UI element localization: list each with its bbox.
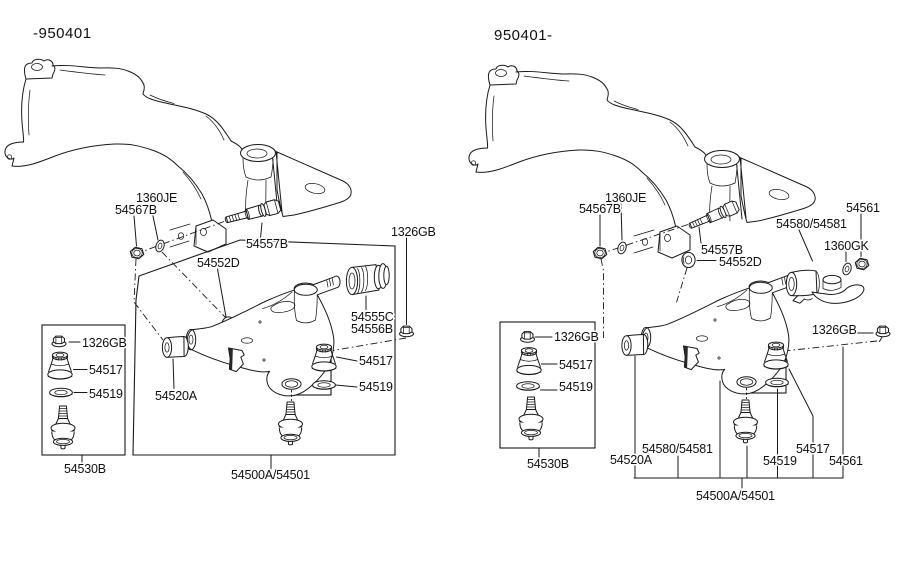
kit-dust-cover-54517 [516,347,542,376]
label-1360gk: 1360GK [824,239,870,253]
leader-lines [68,203,407,470]
labels-left: -950401 1360JE 54567B 54557B 1326GB 5455… [33,25,437,484]
washer-54519 [312,380,336,390]
nut-1326gb [399,325,414,338]
label-54530b: 54530B [64,462,106,476]
balljoint-kit-contents [516,331,544,441]
label-54556b: 54556B [351,322,393,336]
label-kit-54517: 54517 [89,363,123,377]
arm-assembly-box [132,239,396,456]
bushing-54555c [345,263,390,296]
bushing-54520a [621,334,649,356]
kit-ball-joint [518,396,544,441]
lower-control-arm [641,274,795,443]
label-kit-54517: 54517 [559,358,593,372]
kit-washer-54519 [49,387,73,398]
label-54561-top: 54561 [846,201,880,215]
title-right: 950401- [494,27,553,44]
label-54520a: 54520A [155,389,198,403]
balljoint-kit-contents [47,335,76,450]
leader-lines [534,203,883,459]
label-54517: 54517 [359,354,393,368]
label-54567b: 54567B [579,202,621,216]
label-54557b: 54557B [701,243,743,257]
label-54520a: 54520A [610,453,653,467]
label-kit-54519: 54519 [559,380,593,394]
diagram-before-950401: -950401 1360JE 54567B 54557B 1326GB 5455… [4,25,437,484]
projection-lines [593,224,878,352]
nut-1326gb [875,325,891,338]
washer-1360je [153,238,167,254]
balljoint-kit-box [499,321,596,449]
subframe-crossmember [468,64,816,259]
label-1360je: 1360JE [136,191,177,205]
mount-bolt-54557b [223,198,282,228]
label-1360je: 1360JE [605,191,646,205]
projection-lines [129,221,407,351]
label-54552d: 54552D [197,256,240,270]
washer-54519 [765,377,789,388]
label-kit-1326gb: 1326GB [82,336,127,350]
kit-washer-54519 [516,381,540,391]
kit-nut-1326gb [520,331,535,343]
label-54580-top: 54580/54581 [776,217,847,231]
kit-dust-cover-54517 [47,351,73,380]
label-1326gb: 1326GB [391,225,436,239]
label-kit-1326gb: 1326GB [554,330,599,344]
label-1326gb: 1326GB [812,323,857,337]
label-kit-54519: 54519 [89,387,123,401]
mount-bolt-54557b [686,199,741,233]
label-54555c: 54555C [351,310,394,324]
label-54517: 54517 [796,442,830,456]
nut-54567b [129,246,145,260]
label-54552d: 54552D [719,255,762,269]
label-54500a: 54500A/54501 [231,468,310,482]
label-54530b: 54530B [527,457,569,471]
label-54500a: 54500A/54501 [696,489,775,503]
diagram-from-950401: 950401- 1360JE 54567B 54557B 54552D 5456… [468,27,891,505]
title-left: -950401 [33,25,92,42]
nut-54567b [592,246,608,260]
label-54561-bottom: 54561 [829,454,863,468]
retainer-54552d [681,251,696,269]
kit-ball-joint [50,405,76,450]
washer-1360je [615,240,629,256]
nut-54561 [854,257,870,271]
bushing-54520a [161,336,189,358]
subframe-crossmember [4,58,352,253]
kit-nut-1326gb [51,335,67,348]
washer-1360gk [840,261,854,277]
label-54567b: 54567B [115,203,157,217]
label-54580-bottom: 54580/54581 [642,442,713,456]
label-54519: 54519 [763,454,797,468]
label-54519: 54519 [359,380,393,394]
bracket-54580-54581 [785,269,865,304]
label-54557b: 54557B [246,237,288,251]
labels-right: 950401- 1360JE 54567B 54557B 54552D 5456… [494,27,882,505]
callout-bracket [633,346,844,489]
balljoint-kit-box [41,324,126,456]
